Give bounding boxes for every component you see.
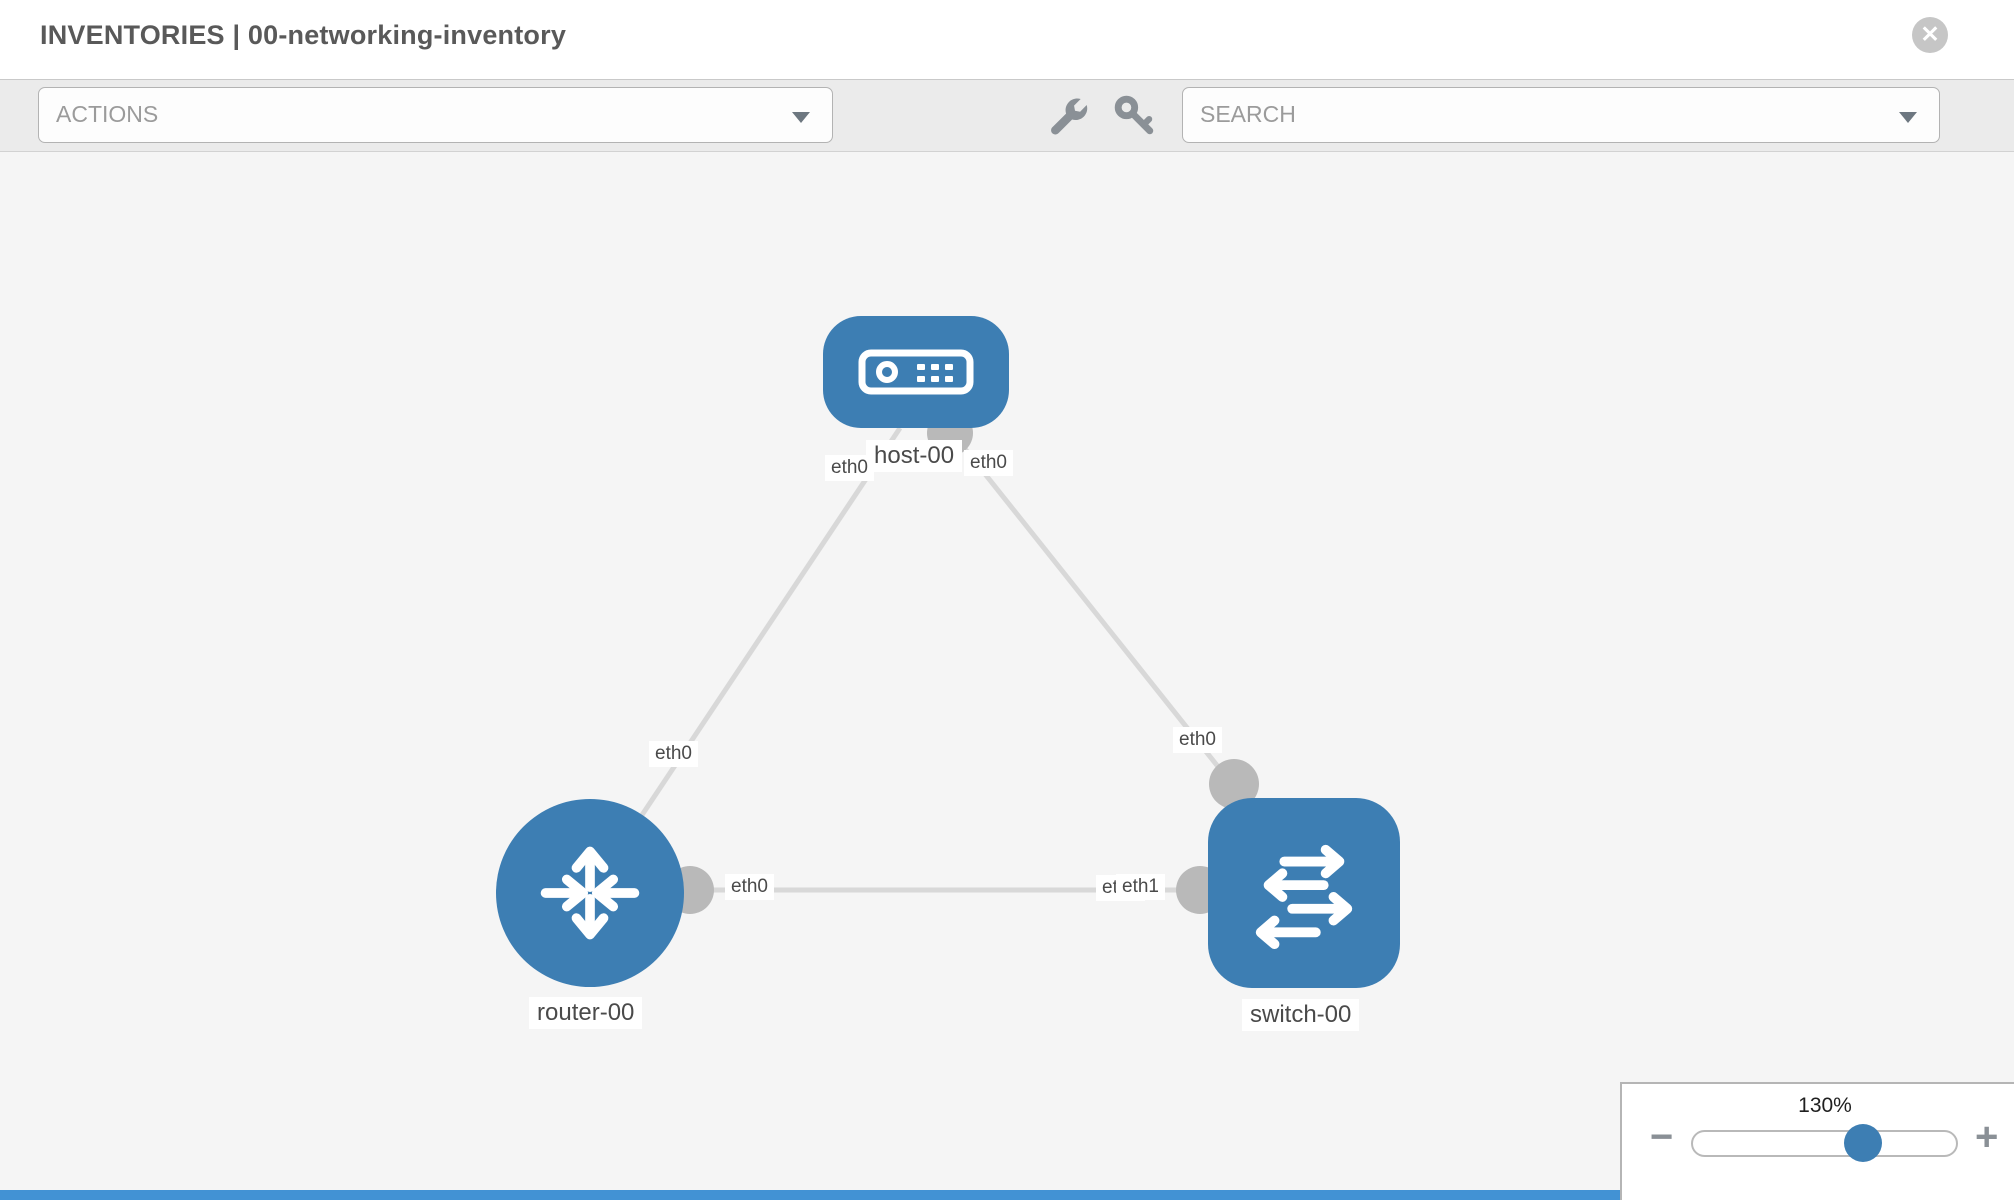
interface-label: eth0 [964, 450, 1013, 476]
zoom-slider-thumb[interactable] [1844, 1124, 1882, 1162]
header: INVENTORIES | 00-networking-inventory ✕ [0, 0, 2014, 79]
interface-label: eth0 [649, 741, 698, 767]
bottom-accent-strip [0, 1190, 1620, 1200]
key-icon[interactable] [1112, 93, 1156, 137]
actions-dropdown[interactable]: ACTIONS [38, 87, 833, 143]
node-label: switch-00 [1242, 999, 1360, 1031]
search-dropdown-label: SEARCH [1200, 101, 1296, 127]
zoom-out-button[interactable]: − [1650, 1115, 1674, 1159]
node-host-00[interactable] [823, 316, 1009, 428]
chevron-down-icon [1899, 112, 1917, 123]
close-icon[interactable]: ✕ [1912, 17, 1948, 53]
zoom-control-panel: 130% − + [1620, 1082, 2014, 1200]
topology-canvas[interactable]: host-00 router-00 switch-00 eth0 eth0 et… [0, 152, 2014, 1200]
toolbar: ACTIONS SEARCH [0, 79, 2014, 152]
zoom-level: 130% [1798, 1094, 1852, 1117]
node-label: host-00 [866, 440, 963, 472]
switch-icon [1255, 844, 1353, 950]
zoom-in-button[interactable]: + [1975, 1115, 1999, 1159]
interface-label: eth0 [1173, 727, 1222, 753]
node-label: router-00 [529, 997, 643, 1029]
node-router-00[interactable] [496, 799, 684, 987]
node-switch-00[interactable] [1208, 798, 1400, 988]
topology-links [639, 426, 1237, 893]
router-icon [540, 846, 640, 940]
actions-dropdown-label: ACTIONS [56, 101, 159, 127]
zoom-slider-track[interactable] [1691, 1130, 1958, 1157]
wrench-icon[interactable] [1046, 93, 1090, 137]
search-dropdown[interactable]: SEARCH [1182, 87, 1940, 143]
interface-label: eth0 [825, 455, 874, 481]
interface-label: eth1 [1116, 874, 1165, 900]
interface-label: eth0 [725, 874, 774, 900]
chevron-down-icon [792, 112, 810, 123]
host-icon [858, 349, 974, 395]
page-title: INVENTORIES | 00-networking-inventory [40, 20, 567, 50]
